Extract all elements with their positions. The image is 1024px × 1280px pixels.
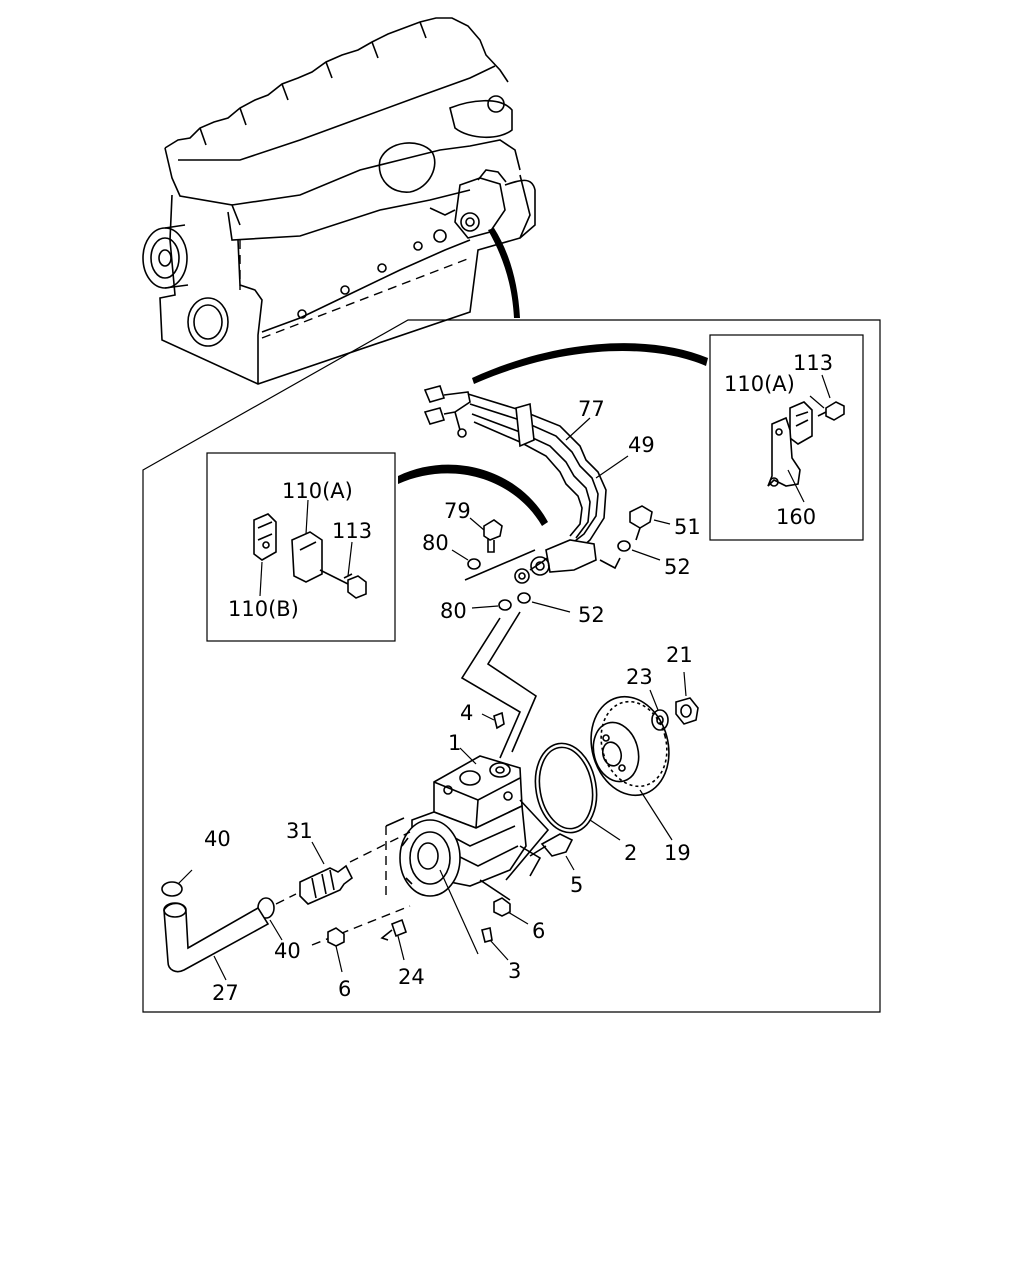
callout-5: 5 — [570, 873, 583, 897]
callout-160: 160 — [776, 505, 816, 529]
callout-80-upper: 80 — [422, 531, 449, 555]
pointer-arc-top — [472, 343, 708, 384]
callout-79: 79 — [444, 499, 471, 523]
callout-2: 2 — [624, 841, 637, 865]
pointer-arc-left — [398, 464, 548, 526]
callout-40-lower: 40 — [274, 939, 301, 963]
callout-113-left: 113 — [332, 519, 372, 543]
gear-assembly — [534, 671, 699, 841]
callout-6-left: 6 — [338, 977, 351, 1001]
callout-49: 49 — [628, 433, 655, 457]
callout-4: 4 — [460, 701, 473, 725]
callout-52-upper: 52 — [664, 555, 691, 579]
callout-23: 23 — [626, 665, 653, 689]
supply-pump — [311, 755, 550, 955]
callout-110b: 110(B) — [228, 597, 299, 621]
small-parts — [161, 711, 575, 981]
callout-labels: 113 110(A) 160 77 49 79 80 51 52 80 52 1… — [204, 351, 833, 1005]
callout-19: 19 — [664, 841, 691, 865]
callout-51: 51 — [674, 515, 701, 539]
callout-1: 1 — [448, 731, 461, 755]
callout-40-upper: 40 — [204, 827, 231, 851]
inset-clip-top-right — [709, 334, 864, 541]
callout-80-lower: 80 — [440, 599, 467, 623]
callout-77: 77 — [578, 397, 605, 421]
callout-52-lower: 52 — [578, 603, 605, 627]
pipe-assembly — [423, 385, 671, 759]
callout-6-right: 6 — [532, 919, 545, 943]
callout-3: 3 — [508, 959, 521, 983]
callout-31: 31 — [286, 819, 313, 843]
callout-21: 21 — [666, 643, 693, 667]
main-frame — [142, 319, 881, 1013]
callout-24: 24 — [398, 965, 425, 989]
callout-110a-top: 110(A) — [724, 372, 795, 396]
callout-113-top: 113 — [793, 351, 833, 375]
inset-clip-left — [206, 452, 396, 642]
callout-27: 27 — [212, 981, 239, 1005]
engine-block-illustration — [142, 17, 536, 385]
callout-110a-left: 110(A) — [282, 479, 353, 503]
